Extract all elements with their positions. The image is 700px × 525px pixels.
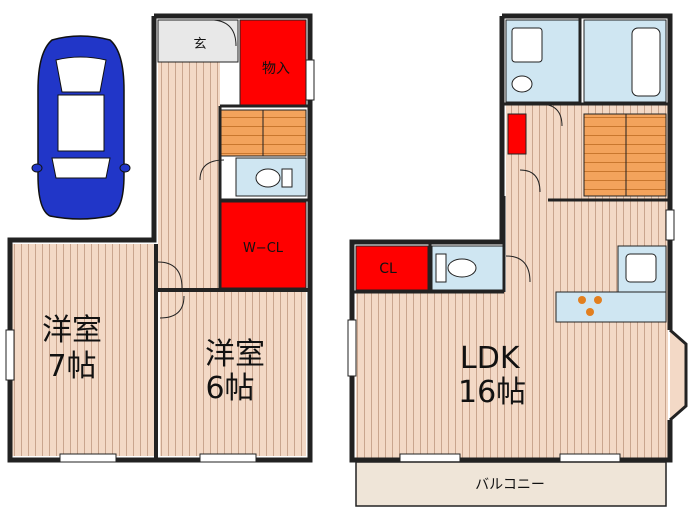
stove-icon <box>578 296 602 316</box>
small-storage <box>507 113 527 155</box>
western-room-6 <box>160 290 306 456</box>
ldk-size: 16帖 <box>458 375 526 410</box>
room-6-type: 洋室 <box>205 337 265 372</box>
entrance-label: 玄 <box>193 37 206 52</box>
closet <box>355 245 429 291</box>
toilet-icon <box>435 253 477 283</box>
balcony-label: バルコニー <box>475 477 545 493</box>
car-icon <box>31 35 131 220</box>
stairs-icon <box>583 113 667 197</box>
western-room-7 <box>12 244 156 456</box>
closet-label: CL <box>379 261 397 277</box>
kitchen-sink-icon <box>625 253 657 283</box>
sink-icon <box>511 27 543 93</box>
room-6-size: 6帖 <box>205 371 254 406</box>
ldk-type: LDK <box>460 341 521 376</box>
hallway <box>158 62 220 292</box>
balcony <box>355 461 667 507</box>
left-floor: 玄 物入 W−CL 洋室 7帖 洋室 6帖 <box>5 13 315 463</box>
room-7-type: 洋室 <box>42 313 102 348</box>
entrance-area <box>157 19 239 63</box>
storage-label: 物入 <box>262 61 290 77</box>
walk-in-closet-label: W−CL <box>243 241 284 256</box>
bathtub-icon <box>631 27 661 97</box>
kitchen-counter <box>555 291 667 323</box>
toilet-icon <box>255 168 293 188</box>
door-swing <box>213 19 237 47</box>
right-floor: CL LDK 16帖 <box>347 13 688 507</box>
room-7-size: 7帖 <box>47 349 96 384</box>
